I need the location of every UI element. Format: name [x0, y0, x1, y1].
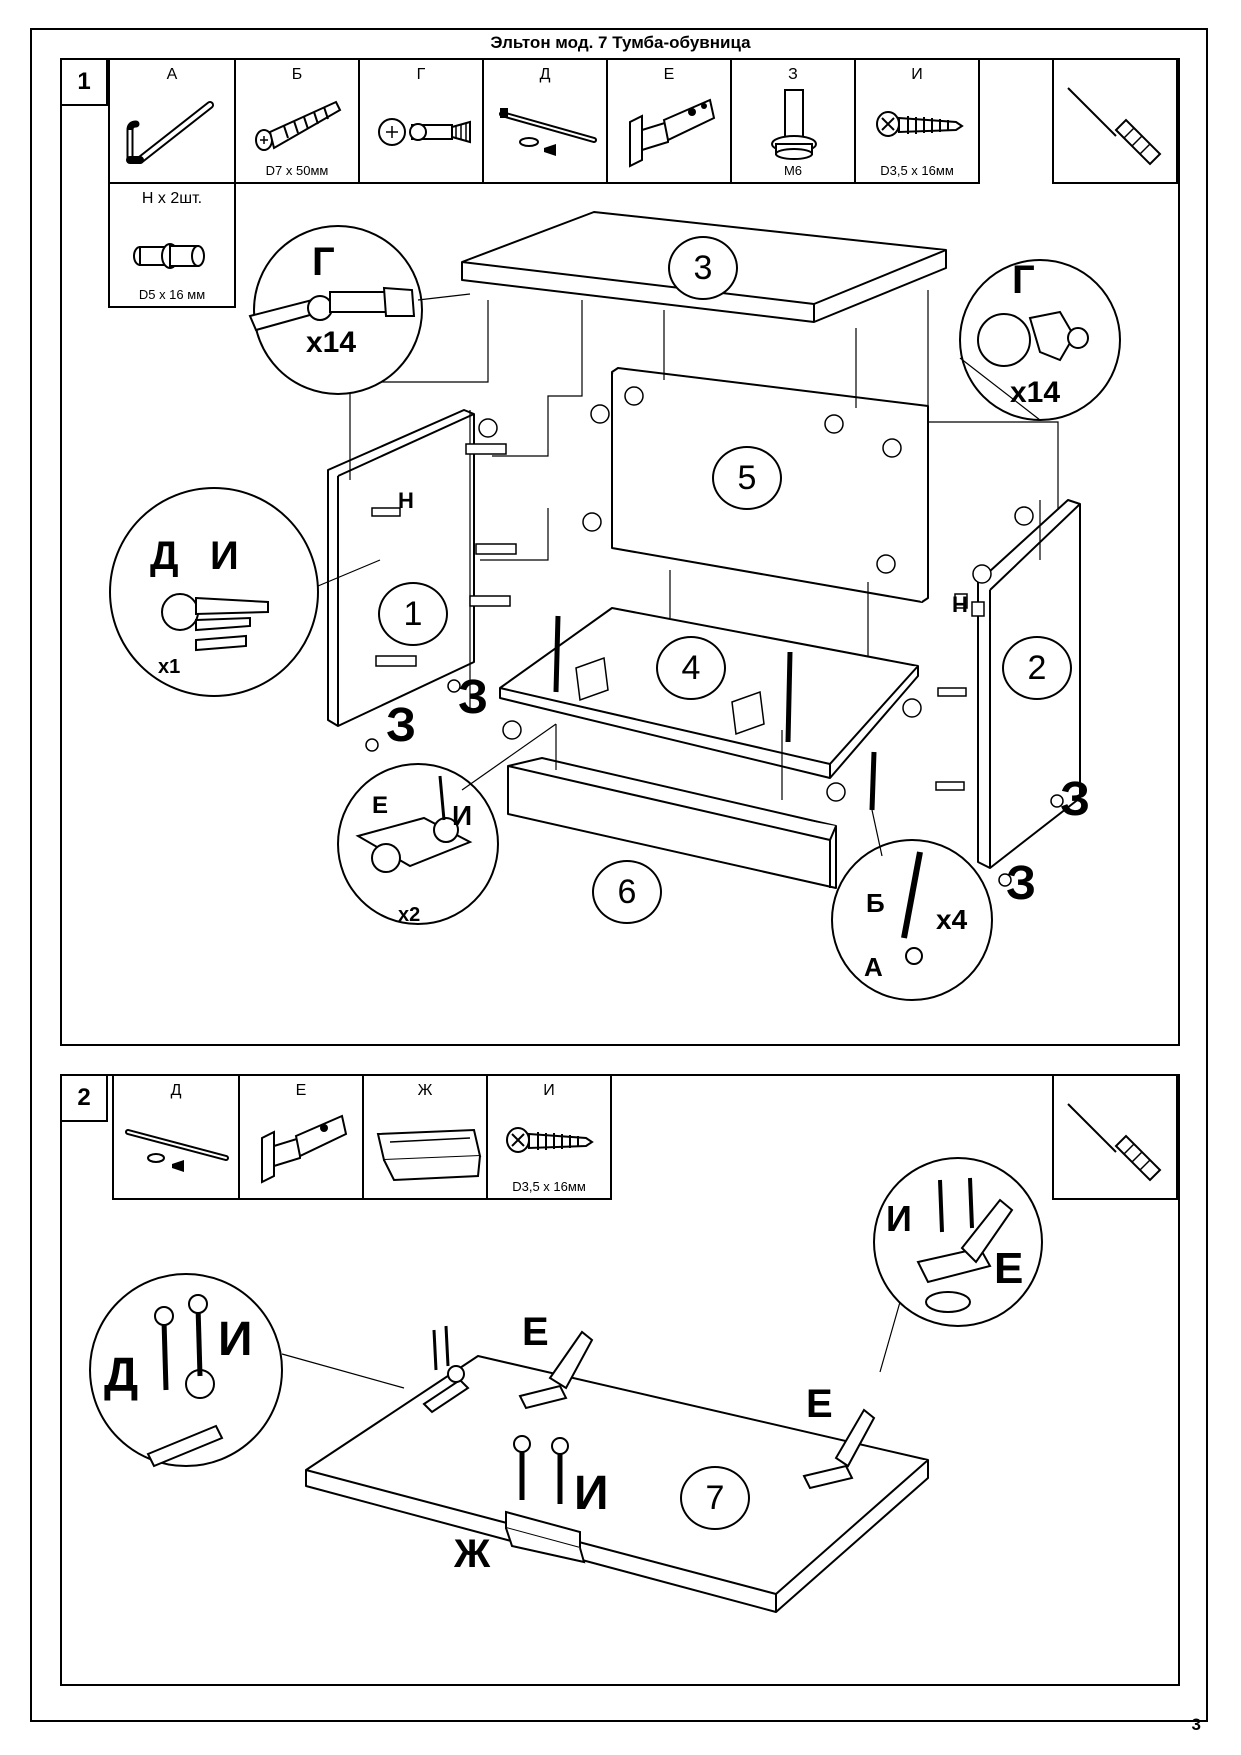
shelf-pin-icon [133, 243, 205, 269]
foot-label-3: З [1060, 773, 1091, 826]
part-b-letter: Б [291, 66, 303, 83]
step2-left-i-label: И [218, 1313, 253, 1366]
confirmat-screw-icon [255, 100, 342, 151]
allen-key-icon [126, 101, 214, 164]
foot-label-2: З [458, 671, 489, 724]
part-b-size: D7 x 50мм [265, 163, 329, 178]
step2-right-i-label: И [886, 1198, 912, 1239]
part-i-size: D3,5 x 16мм [880, 163, 954, 178]
callout-ei-i-letter: И [452, 800, 473, 831]
door-handle-zh-label: Ж [454, 1532, 491, 1576]
panel-4-marker: 4 [656, 636, 726, 700]
door-screw-i-label: И [574, 1467, 609, 1520]
wood-screw-icon [506, 1127, 594, 1153]
panel-5-marker: 5 [712, 446, 782, 510]
door-hinge-e-label-1: Е [522, 1310, 549, 1354]
part-i-cell: И D3,5 x 16мм [854, 58, 980, 184]
part-d-cell: Д [482, 58, 608, 184]
step2-part-d-letter: Д [170, 1082, 182, 1099]
hinge-icon [629, 98, 716, 168]
hinge-icon [261, 1114, 348, 1184]
callout-g-right-letter: Г [1012, 258, 1035, 302]
door-stop-bolt-icon [125, 1129, 229, 1172]
callout-e-letter: Е [372, 792, 389, 819]
part-b-cell: Б D7 x 50мм [234, 58, 360, 184]
callout-h-label-right: H [952, 592, 968, 617]
panel-3-marker: 3 [668, 236, 738, 300]
screwdriver-icon [1067, 87, 1162, 166]
foot-label-1: З [386, 699, 417, 752]
part-h-cell: H x 2шт. D5 x 16 мм [108, 182, 236, 308]
panel-7-marker: 7 [680, 1466, 750, 1530]
door-stop-bolt-icon [499, 108, 597, 156]
step2-screwdriver-cell [1052, 1074, 1178, 1200]
page-frame [30, 28, 1208, 1722]
part-d-letter: Д [539, 66, 551, 83]
callout-ba-count: x4 [936, 904, 968, 935]
panel-2-marker: 2 [1002, 636, 1072, 700]
callout-g-left-count: x14 [306, 326, 357, 359]
panel-6-marker: 6 [592, 860, 662, 924]
step2-number: 2 [60, 1074, 108, 1122]
step2-part-i-cell: И D3,5 x 16мм [486, 1074, 612, 1200]
part-a-letter: А [166, 66, 178, 83]
part-g-letter: Г [416, 66, 426, 83]
door-hinge-e-label-2: Е [806, 1382, 833, 1426]
callout-d-letter: Д [150, 534, 179, 578]
part-z-letter: З [788, 66, 798, 83]
callout-di-count: x1 [158, 656, 181, 678]
step2-part-i-size: D3,5 x 16мм [512, 1179, 586, 1194]
part-g-cell: Г [358, 58, 484, 184]
step2-part-zh-cell: Ж [362, 1074, 488, 1200]
cam-lock-icon [378, 118, 471, 146]
step2-part-e-cell: Е [238, 1074, 364, 1200]
leveling-foot-icon [771, 89, 817, 160]
foot-label-4: З [1006, 857, 1037, 910]
step1-number: 1 [60, 58, 108, 106]
screwdriver-icon [1067, 1103, 1162, 1182]
callout-a-letter: А [864, 952, 883, 982]
handle-icon [376, 1128, 482, 1182]
part-h-letter: H x 2шт. [141, 190, 203, 207]
callout-g-right-count: x14 [1010, 376, 1061, 409]
step2-right-e-label: Е [994, 1244, 1024, 1293]
callout-h-label: H [398, 488, 414, 513]
step2-part-i-letter: И [543, 1082, 555, 1099]
part-e-cell: Е [606, 58, 732, 184]
part-z-cell: З M6 [730, 58, 856, 184]
callout-ei-count: x2 [398, 904, 421, 926]
part-a-cell: А [108, 58, 236, 184]
callout-g-left-letter: Г [312, 240, 335, 284]
step2-panel [60, 1074, 1180, 1686]
part-z-size: M6 [783, 163, 803, 178]
step2-part-zh-letter: Ж [417, 1082, 433, 1099]
step2-part-d-cell: Д [112, 1074, 240, 1200]
page-number: 3 [1191, 1715, 1201, 1734]
callout-b-letter: Б [866, 888, 885, 918]
callout-i-letter: И [210, 534, 239, 578]
step2-part-e-letter: Е [295, 1082, 307, 1099]
step2-left-d-label: Д [104, 1349, 139, 1402]
part-e-letter: Е [663, 66, 675, 83]
screwdriver-cell [1052, 58, 1178, 184]
wood-screw-icon [876, 111, 964, 137]
document-title: Эльтон мод. 7 Тумба-обувница [490, 33, 751, 52]
panel-1-marker: 1 [378, 582, 448, 646]
part-h-size: D5 x 16 мм [138, 287, 206, 302]
part-i-letter: И [911, 66, 923, 83]
